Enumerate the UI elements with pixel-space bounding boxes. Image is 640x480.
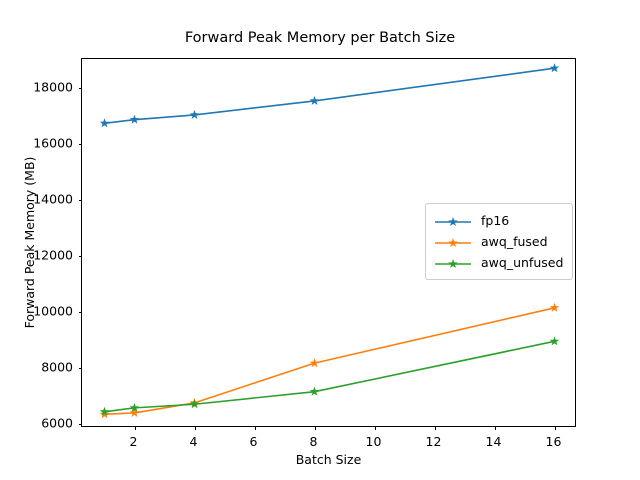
legend-item-awq_unfused[interactable]: awq_unfused (433, 252, 563, 273)
y-tick-label: 12000 (33, 247, 73, 263)
x-tick-label: 2 (129, 434, 138, 449)
data-point-marker (549, 302, 560, 312)
x-tick-mark (434, 426, 436, 430)
series-awq_unfused (99, 336, 560, 416)
legend-marker-icon (433, 235, 473, 249)
y-tick-mark (78, 367, 82, 369)
series-line (103, 67, 556, 125)
y-tick-label: 10000 (33, 303, 73, 319)
y-tick-label: 14000 (33, 191, 73, 207)
x-tick-mark (254, 426, 256, 430)
page-title: Forward Peak Memory per Batch Size (184, 30, 456, 46)
data-point-marker (189, 399, 200, 409)
y-tick-mark (78, 311, 82, 313)
series-line (103, 307, 556, 416)
x-tick-label: 14 (485, 434, 502, 449)
legend-item-fp16[interactable]: fp16 (433, 210, 563, 231)
data-point-marker (99, 406, 110, 416)
series-line (103, 340, 556, 413)
y-tick-mark (78, 256, 82, 258)
legend-label: fp16 (481, 213, 510, 228)
legend-label: awq_fused (481, 234, 548, 249)
x-tick-label: 6 (249, 434, 258, 449)
y-tick-mark (78, 88, 82, 90)
y-tick-mark (78, 200, 82, 202)
x-tick-mark (494, 426, 496, 430)
x-tick-mark (134, 426, 136, 430)
data-point-marker (129, 114, 140, 124)
y-tick-label: 6000 (41, 415, 73, 431)
y-tick-mark (78, 423, 82, 425)
series-awq_fused (99, 302, 560, 419)
series-canvas (99, 63, 560, 419)
data-point-marker (189, 109, 200, 119)
x-tick-mark (314, 426, 316, 430)
legend: fp16 awq_fused awq_unfused (425, 203, 574, 280)
y-tick-label: 16000 (33, 135, 73, 151)
x-tick-label: 4 (189, 434, 198, 449)
legend-label: awq_unfused (481, 255, 564, 270)
data-point-marker (99, 118, 110, 128)
x-tick-label: 12 (425, 434, 442, 449)
data-point-marker (309, 95, 320, 105)
data-point-marker (99, 409, 110, 419)
y-tick-mark (78, 144, 82, 146)
x-tick-mark (554, 426, 556, 430)
data-point-marker (309, 386, 320, 396)
x-axis-label: Batch Size (295, 452, 362, 467)
series-fp16 (99, 63, 560, 128)
data-point-marker (129, 402, 140, 412)
legend-marker-icon (433, 214, 473, 228)
data-point-marker (549, 336, 560, 346)
y-tick-label: 8000 (41, 359, 73, 375)
x-tick-label: 10 (365, 434, 382, 449)
x-tick-label: 8 (309, 434, 318, 449)
data-point-marker (549, 63, 560, 73)
y-tick-label: 18000 (33, 79, 73, 95)
x-tick-mark (374, 426, 376, 430)
x-tick-label: 16 (545, 434, 562, 449)
legend-marker-icon (433, 256, 473, 270)
plot-area (78, 58, 576, 430)
legend-item-awq_fused[interactable]: awq_fused (433, 231, 563, 252)
data-point-marker (129, 407, 140, 417)
x-tick-mark (194, 426, 196, 430)
data-point-marker (309, 358, 320, 368)
